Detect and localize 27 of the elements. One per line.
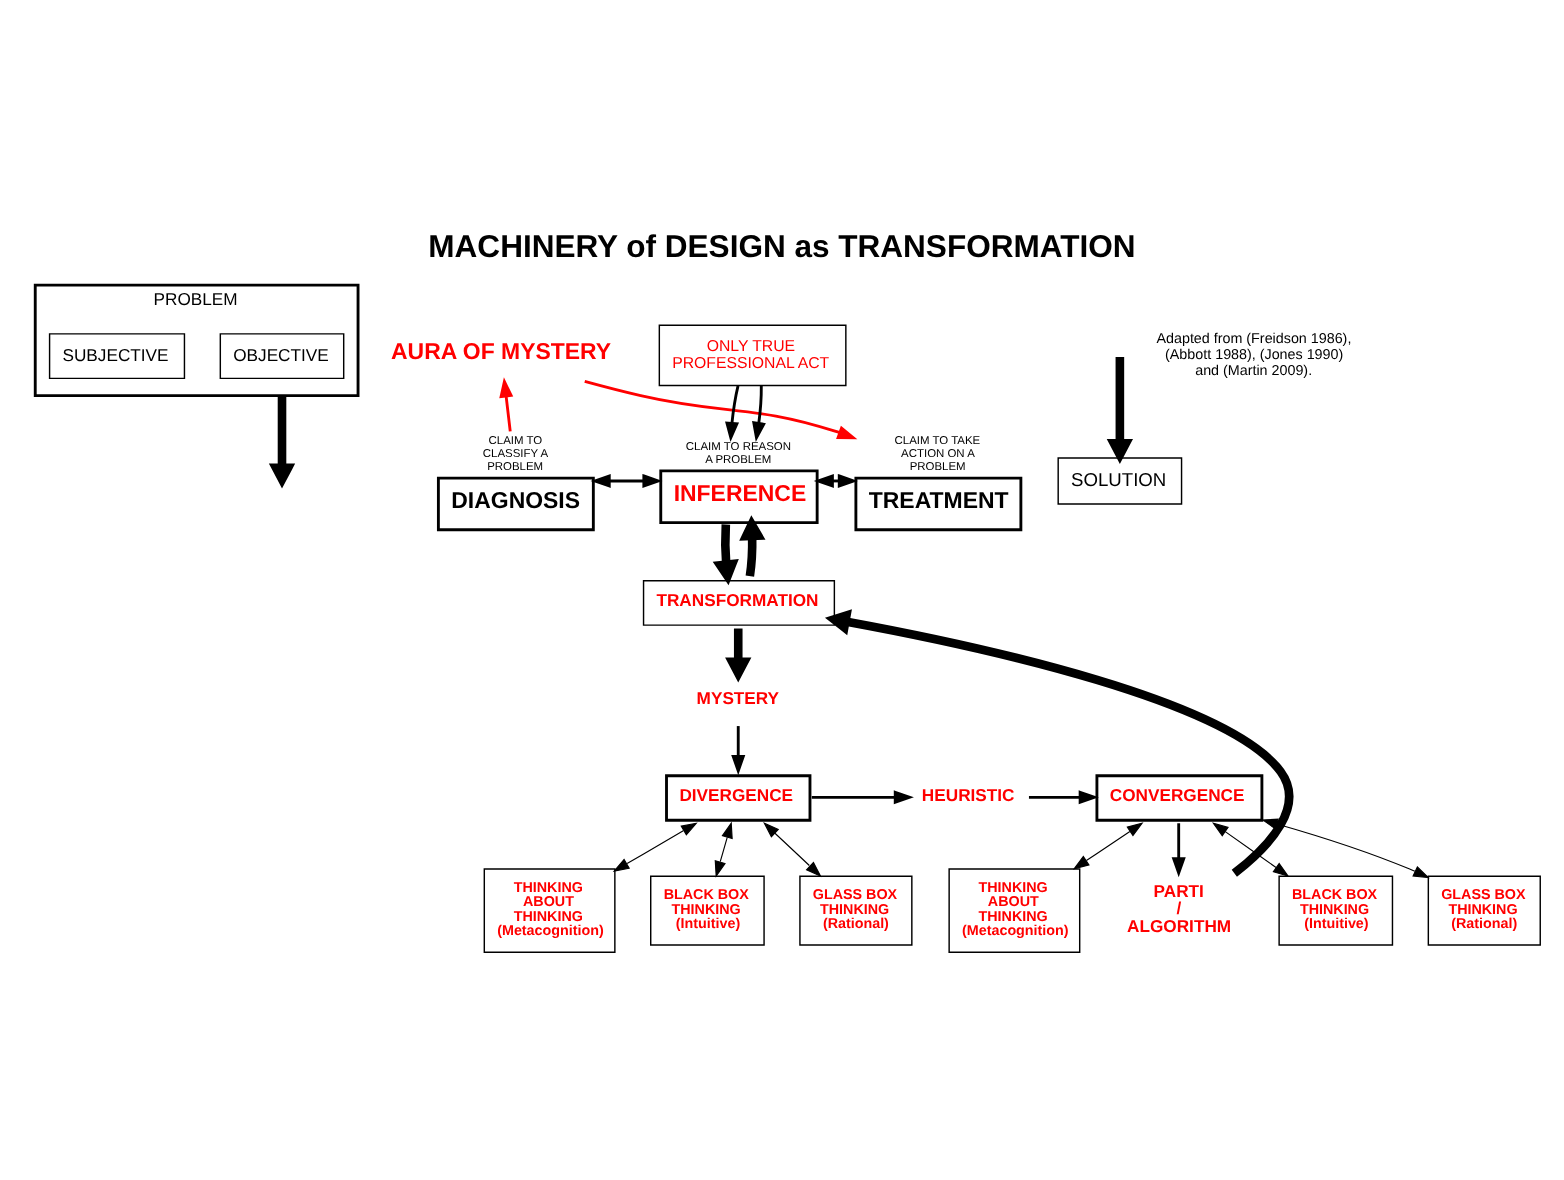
diagram-title: MACHINERY of DESIGN as TRANSFORMATION [428, 231, 1136, 266]
arrow [584, 379, 858, 440]
node-text: AURA OF MYSTERY [391, 341, 612, 366]
arrow [1028, 790, 1099, 805]
arrow [1211, 822, 1290, 877]
arrow [268, 395, 296, 489]
arrow [752, 385, 766, 442]
arrow [725, 628, 752, 683]
arrow [1072, 822, 1144, 870]
arrow [731, 726, 746, 776]
node-text: MYSTERY [696, 687, 780, 708]
arrow [811, 790, 914, 805]
arrow [712, 524, 739, 586]
arrow [1106, 356, 1134, 465]
node-text: PARTI / ALGORITHM [1127, 881, 1232, 936]
arrow [763, 822, 822, 878]
arrow [1261, 818, 1430, 879]
arrow [739, 515, 766, 577]
arrow [824, 609, 1294, 877]
arrow [612, 822, 698, 872]
arrow [499, 377, 514, 432]
arrow [813, 473, 858, 488]
arrow [725, 385, 740, 442]
arrow [1171, 823, 1186, 878]
arrow [590, 473, 663, 488]
node-text: HEURISTIC [921, 785, 1015, 806]
arrow [714, 821, 733, 878]
